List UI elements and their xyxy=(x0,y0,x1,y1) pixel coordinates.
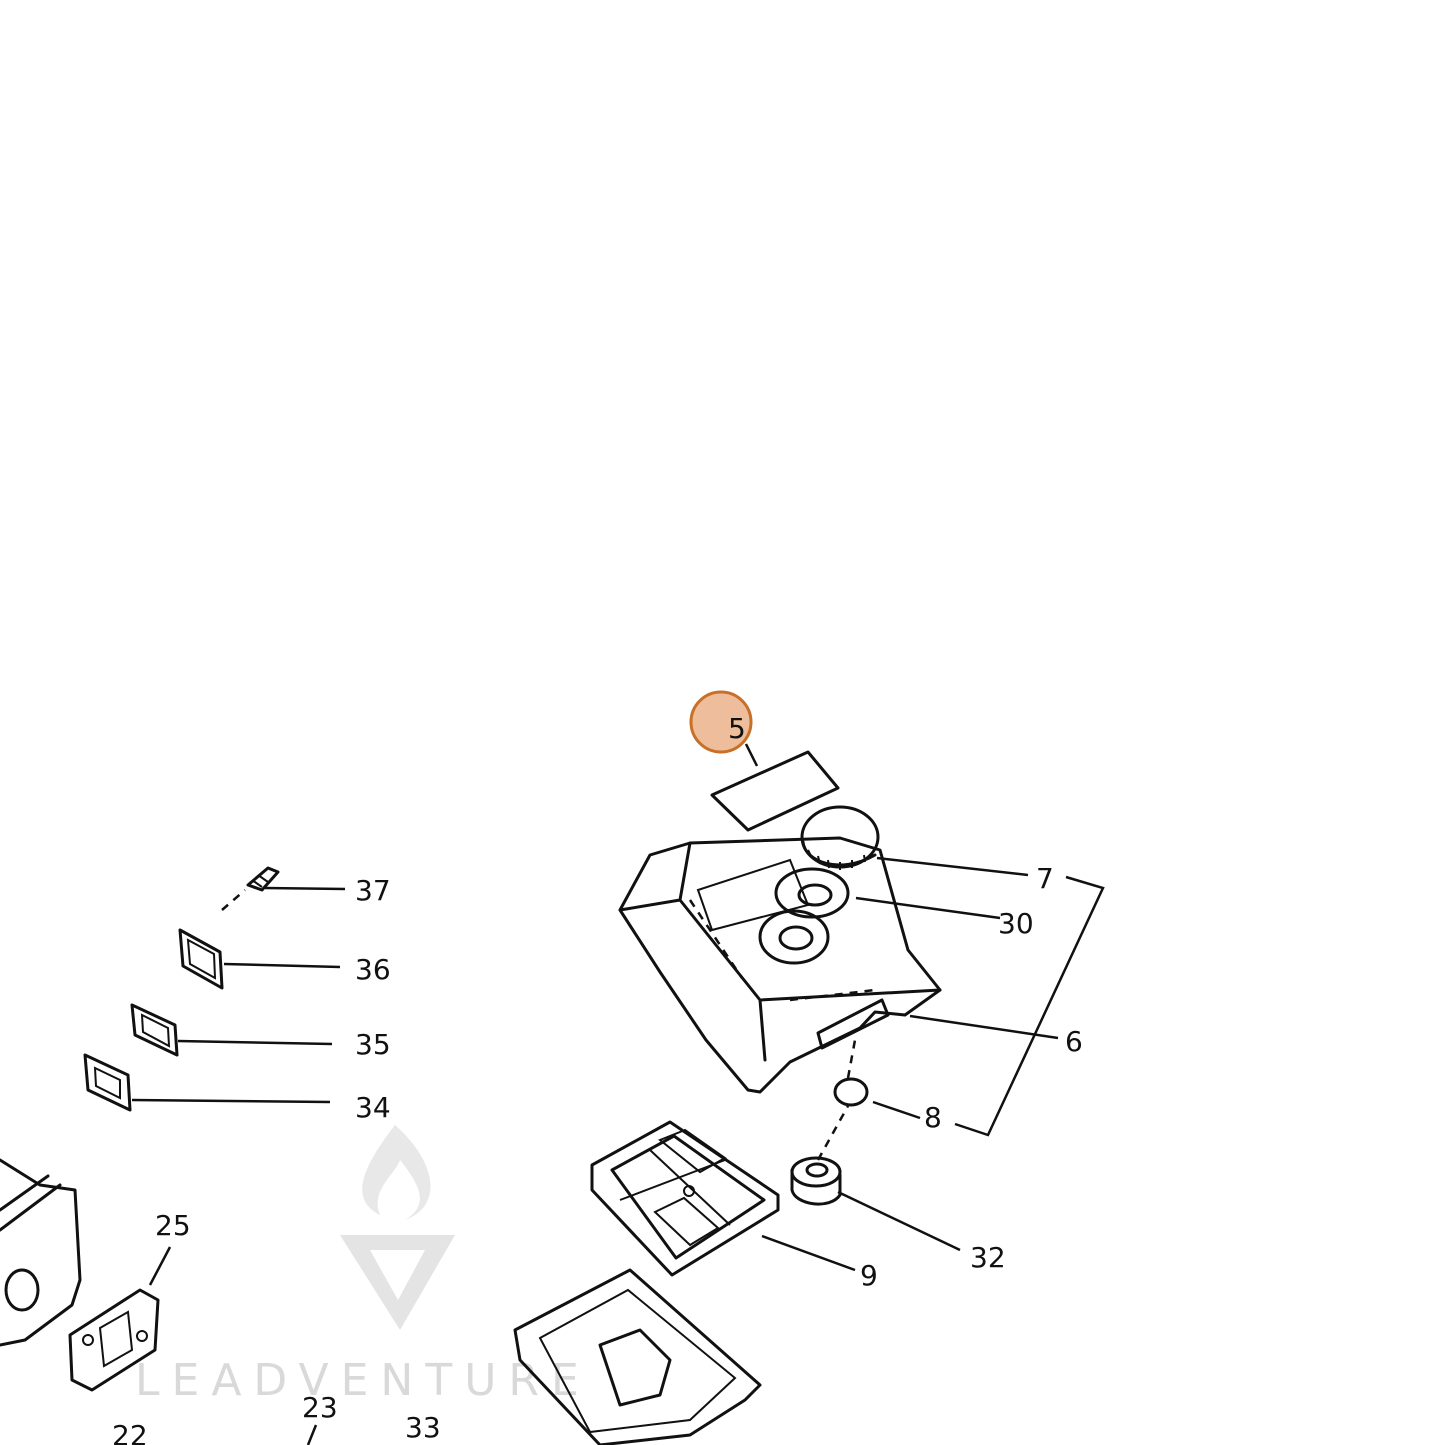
callout-7[interactable]: 7 xyxy=(1036,862,1054,895)
callout-33[interactable]: 33 xyxy=(405,1411,441,1444)
part-25-gasket[interactable] xyxy=(68,1288,160,1392)
part-8-o-ring[interactable] xyxy=(833,1077,869,1107)
part-5-label[interactable] xyxy=(710,750,840,832)
watermark-logo-v xyxy=(340,1235,455,1330)
watermark-logo-flame xyxy=(362,1125,431,1220)
callout-35[interactable]: 35 xyxy=(355,1028,391,1061)
callout-25[interactable]: 25 xyxy=(155,1209,191,1242)
assembly-guide-line xyxy=(816,1039,857,1161)
part-30-washer[interactable] xyxy=(758,867,850,965)
watermark: LEADVENTURE xyxy=(135,1125,591,1406)
callout-8[interactable]: 8 xyxy=(924,1101,942,1134)
callout-labels: 5 7 30 6 8 32 9 37 36 35 34 25 23 22 33 xyxy=(112,712,1083,1445)
part-9-filter-element[interactable] xyxy=(590,1120,780,1277)
highlight-marker[interactable] xyxy=(689,690,753,754)
part-36-plate[interactable] xyxy=(178,928,224,990)
callout-9[interactable]: 9 xyxy=(860,1259,878,1292)
callout-22[interactable]: 22 xyxy=(112,1419,148,1445)
leader-lines xyxy=(131,743,1105,1445)
watermark-text: LEADVENTURE xyxy=(135,1355,591,1406)
callout-32[interactable]: 32 xyxy=(970,1241,1006,1274)
part-6-air-cleaner-case[interactable] xyxy=(618,836,942,1094)
callout-30[interactable]: 30 xyxy=(998,907,1034,940)
part-34-plate[interactable] xyxy=(83,1053,132,1112)
part-7-cap[interactable] xyxy=(800,805,880,870)
part-32-grommet[interactable] xyxy=(790,1156,842,1206)
callout-34[interactable]: 34 xyxy=(355,1091,391,1124)
lower-cover-partial[interactable] xyxy=(513,1268,762,1445)
callout-36[interactable]: 36 xyxy=(355,953,391,986)
muffler-partial[interactable] xyxy=(0,1158,82,1347)
callout-23[interactable]: 23 xyxy=(302,1391,338,1424)
callout-6[interactable]: 6 xyxy=(1065,1025,1083,1058)
part-37-screw[interactable] xyxy=(221,866,280,911)
callout-37[interactable]: 37 xyxy=(355,874,391,907)
part-35-gasket[interactable] xyxy=(130,1003,179,1057)
callout-5[interactable]: 5 xyxy=(728,712,746,745)
